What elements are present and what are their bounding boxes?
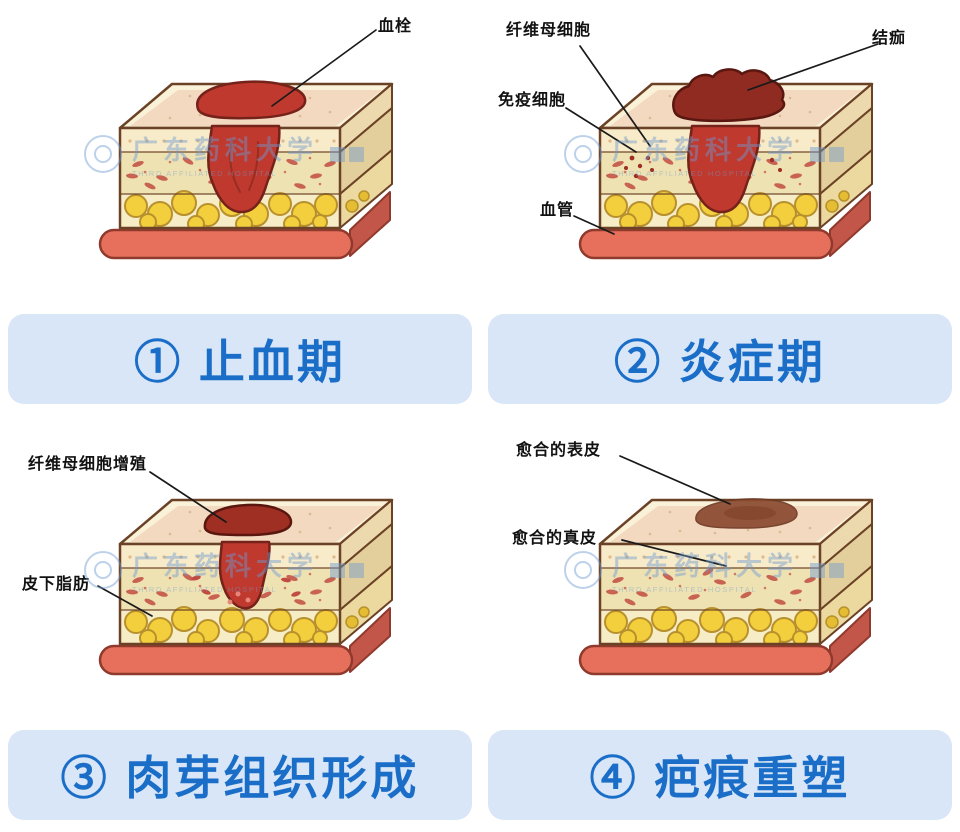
figure-hemostasis: 广东药科大学 THIRD AFFILIATED HOSPITAL 血栓 [0,0,480,306]
caption-inflammation: ② 炎症期 [488,314,952,404]
panel-inflammation: 广东药科大学 THIRD AFFILIATED HOSPITAL 纤维母细胞 结… [480,0,960,416]
caption-text: ② 炎症期 [614,336,826,388]
caption-hemostasis: ① 止血期 [8,314,472,404]
skin-cross-section-illustration [565,43,879,260]
caption-text: ③ 肉芽组织形成 [60,752,420,804]
skin-cross-section-illustration [578,455,874,676]
caption-granulation: ③ 肉芽组织形成 [8,730,472,820]
figure-inflammation: 广东药科大学 THIRD AFFILIATED HOSPITAL 纤维母细胞 结… [480,0,960,306]
figure-granulation: 广东药科大学 THIRD AFFILIATED HOSPITAL 纤维母细胞增殖… [0,416,480,722]
label-immune-cell: 免疫细胞 [498,92,567,109]
panel-granulation: 广东药科大学 THIRD AFFILIATED HOSPITAL 纤维母细胞增殖… [0,416,480,832]
label-thrombus: 血栓 [378,18,413,35]
label-fibroblast: 纤维母细胞 [506,22,592,39]
panel-remodeling: 广东药科大学 THIRD AFFILIATED HOSPITAL 愈合的表皮 愈… [480,416,960,832]
skin-cross-section-illustration [97,471,394,676]
label-healed-epidermis: 愈合的表皮 [516,442,602,459]
caption-text: ① 止血期 [134,336,346,388]
label-healed-dermis: 愈合的真皮 [512,530,598,547]
caption-remodeling: ④ 疤痕重塑 [488,730,952,820]
caption-text: ④ 疤痕重塑 [589,752,851,804]
skin-cross-section-illustration [98,29,394,260]
figure-remodeling: 广东药科大学 THIRD AFFILIATED HOSPITAL 愈合的表皮 愈… [480,416,960,722]
label-subcutaneous-fat: 皮下脂肪 [22,576,91,593]
label-blood-vessel: 血管 [540,202,575,219]
label-fibroblast-proliferation: 纤维母细胞增殖 [28,456,148,473]
panel-hemostasis: 广东药科大学 THIRD AFFILIATED HOSPITAL 血栓 ① 止血… [0,0,480,416]
label-scab: 结痂 [872,30,907,47]
